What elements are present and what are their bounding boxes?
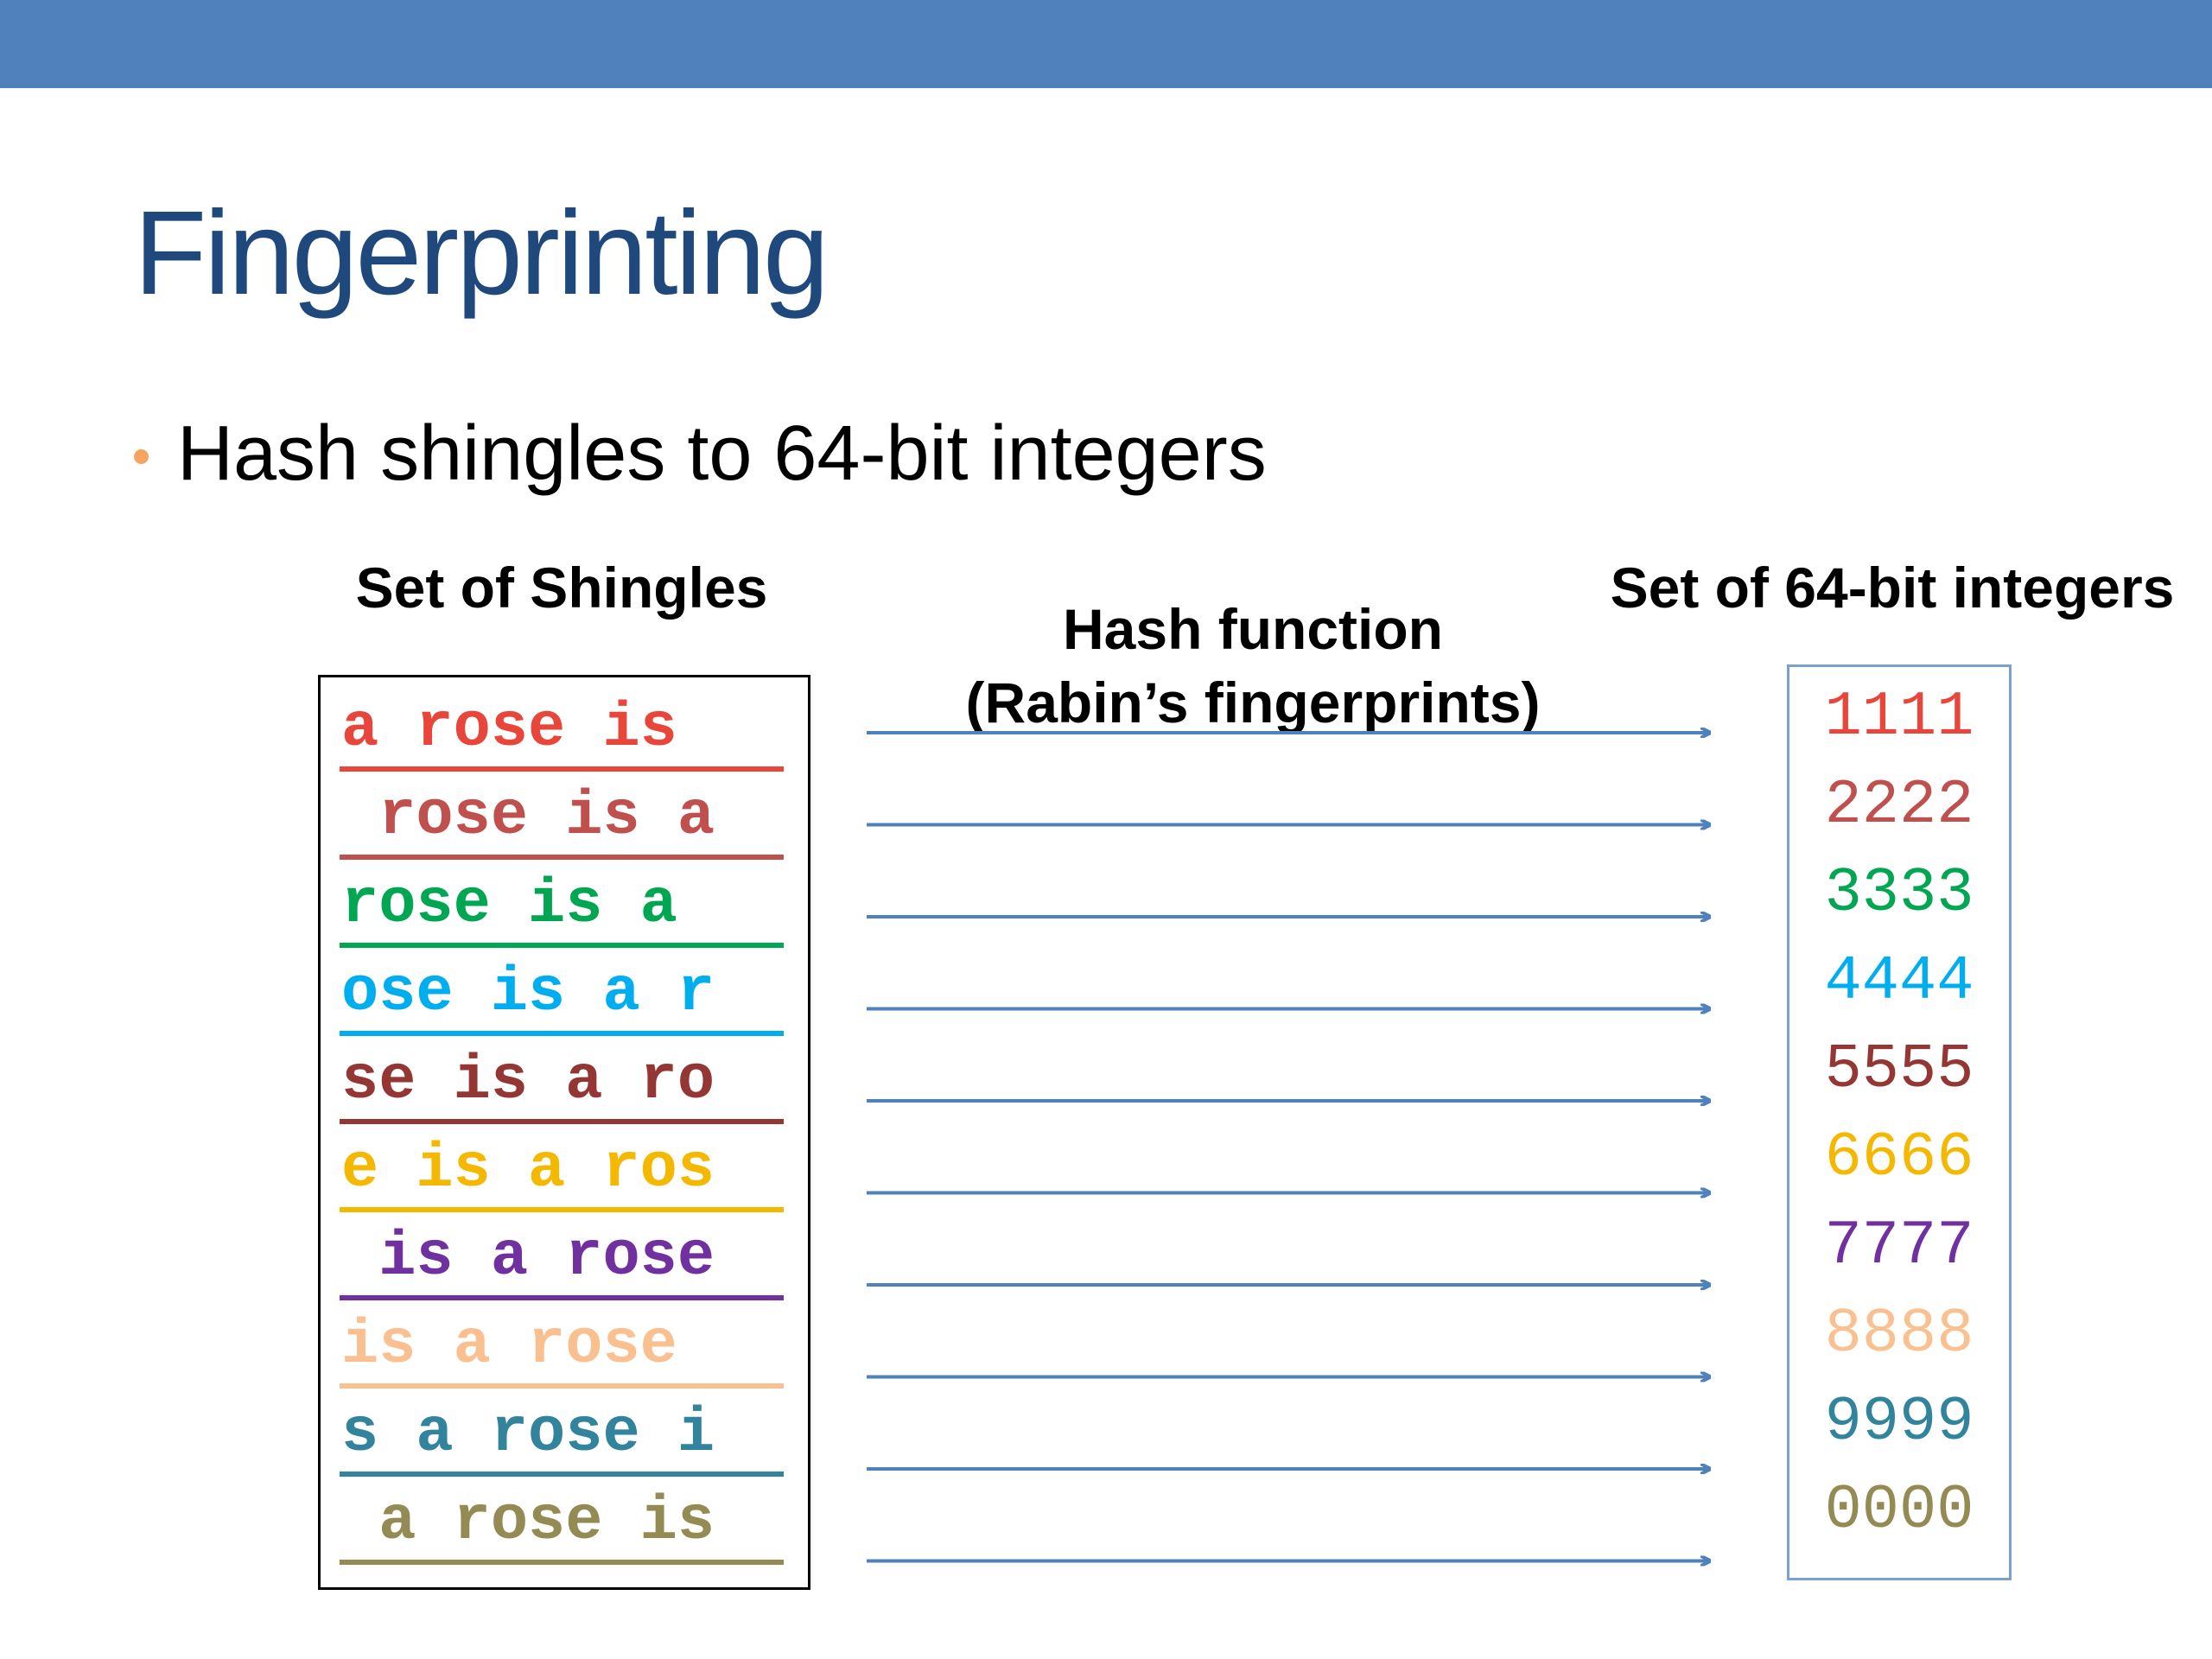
shingle-text: a rose is [341, 1486, 715, 1557]
shingle-text: is a rose [341, 1310, 715, 1381]
shingle-underline [340, 1383, 784, 1389]
hash-value: 5555 [1824, 1034, 1974, 1105]
shingle-text: s a rose i [341, 1398, 715, 1469]
shingle-underline [340, 1295, 784, 1300]
hash-value: 8888 [1824, 1299, 1974, 1370]
shingle-text: e is a ros [341, 1134, 715, 1205]
hash-value: 2222 [1824, 770, 1974, 841]
shingles-set-label: Set of Shingles [355, 556, 768, 620]
title-bar-accent [0, 0, 2212, 88]
integers-box [1787, 664, 2012, 1580]
shingle-underline [340, 1119, 784, 1124]
shingle-text: ose is a r [341, 957, 715, 1028]
shingle-text: rose is a [341, 869, 715, 940]
bullet-text: Hash shingles to 64-bit integers [177, 410, 1267, 497]
hash-value: 3333 [1824, 858, 1974, 929]
shingle-underline [340, 766, 784, 772]
bullet-dot-icon [134, 449, 149, 464]
slide-title: Fingerprinting [134, 187, 830, 320]
hash-value: 7777 [1824, 1211, 1974, 1281]
shingle-text: se is a ro [341, 1046, 715, 1116]
rabin-fingerprints-label: (Rabin’s fingerprints) [965, 671, 1541, 734]
shingle-underline [340, 1207, 784, 1212]
shingle-text: rose is a [341, 781, 715, 852]
shingle-text: is a rose [341, 1222, 715, 1293]
hash-value: 0000 [1824, 1475, 1974, 1546]
shingle-underline [340, 1471, 784, 1477]
shingle-underline [340, 1031, 784, 1036]
integers-set-label: Set of 64-bit integers [1610, 556, 2175, 620]
hash-function-label: Hash function [1063, 597, 1443, 661]
hash-value: 6666 [1824, 1122, 1974, 1193]
shingle-underline [340, 943, 784, 948]
hash-value: 1111 [1824, 682, 1974, 753]
hash-value: 9999 [1824, 1387, 1974, 1458]
shingle-text: a rose is [341, 693, 715, 764]
shingle-underline [340, 1560, 784, 1565]
shingle-underline [340, 855, 784, 860]
hash-value: 4444 [1824, 946, 1974, 1017]
shingles-box [318, 675, 810, 1590]
